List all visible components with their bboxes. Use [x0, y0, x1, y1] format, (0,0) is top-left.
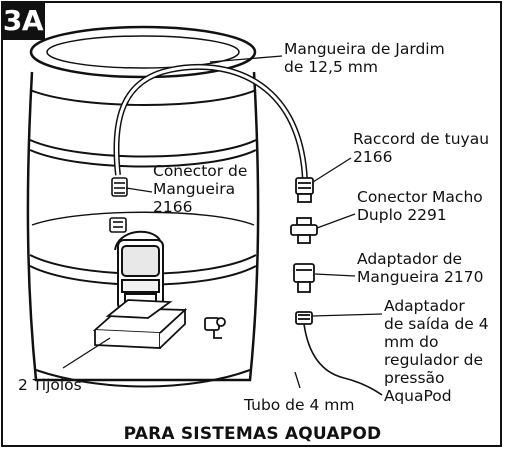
outlet-adapter-part	[295, 311, 313, 325]
raccord-connector	[295, 177, 314, 203]
label-double-male: Conector Macho Duplo 2291	[357, 188, 483, 224]
figure-title: PARA SISTEMAS AQUAPOD	[123, 424, 382, 444]
leader-lines	[62, 55, 383, 389]
label-hose-adapter: Adaptador de Mangueira 2170	[357, 250, 484, 286]
label-garden-hose: Mangueira de Jardim de 12,5 mm	[284, 40, 445, 76]
label-hose-connector: Conector de Mangueira 2166	[153, 162, 248, 216]
tube	[303, 323, 383, 396]
hose-adapter-part	[293, 263, 315, 293]
label-bricks: 2 Tijolos	[18, 376, 82, 394]
double-male-connector	[290, 217, 318, 244]
label-tube: Tubo de 4 mm	[244, 396, 355, 414]
garden-hose	[113, 63, 308, 181]
figure-badge: 3A	[1, 1, 45, 40]
label-outlet-adapter: Adaptador de saída de 4 mm do regulador …	[384, 297, 489, 405]
hose-connector-part	[109, 177, 128, 233]
spigot	[204, 317, 226, 339]
bricks	[92, 299, 188, 349]
label-raccord: Raccord de tuyau 2166	[353, 130, 490, 166]
